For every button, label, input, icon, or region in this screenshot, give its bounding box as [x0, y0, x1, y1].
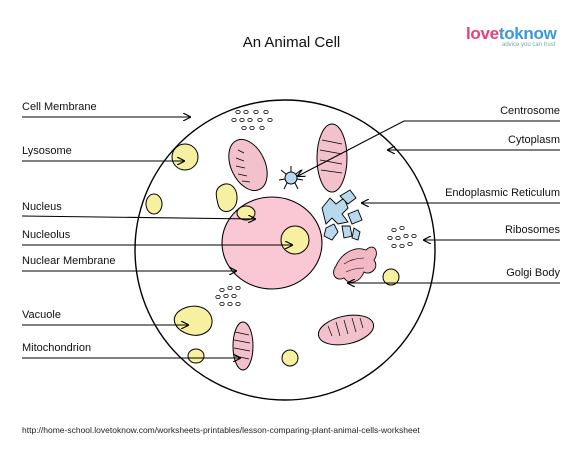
ribosome-cluster-bottom	[215, 285, 241, 306]
mitochondrion-1	[228, 138, 268, 192]
ribosome-cluster-top	[231, 110, 273, 131]
arrow-nucleus	[21, 216, 255, 219]
logo-part-know: know	[514, 24, 557, 43]
logo-part-to: to	[498, 24, 515, 43]
brand-logo: lovetoknow advice you can trust	[466, 24, 566, 48]
lysosome-small	[281, 349, 299, 367]
lysosome-small	[145, 193, 163, 215]
label-cytoplasm: Cytoplasm	[508, 134, 560, 146]
label-cell-membrane: Cell Membrane	[22, 101, 97, 113]
lysosome-small	[187, 348, 205, 364]
mitochondrion-4	[232, 321, 254, 371]
lysosome	[171, 143, 199, 171]
ribosome-cluster-right	[387, 225, 417, 248]
label-nucleus: Nucleus	[22, 201, 62, 213]
label-lysosome: Lysosome	[22, 145, 72, 157]
label-vacuole: Vacuole	[22, 309, 61, 321]
golgi-body	[333, 246, 377, 283]
diagram-title: An Animal Cell	[242, 34, 341, 51]
nucleolus	[280, 225, 310, 255]
lysosome-small	[382, 268, 400, 286]
label-centrosome: Centrosome	[500, 105, 560, 117]
mitochondrion-3	[317, 314, 375, 346]
lysosome-irregular	[215, 183, 238, 212]
lysosome-small	[236, 205, 256, 221]
endoplasmic-reticulum	[321, 189, 363, 241]
label-endoplasmic-reticulum: Endoplasmic Reticulum	[445, 187, 560, 199]
label-nucleolus: Nucleolus	[22, 229, 71, 241]
arrow-centrosome	[298, 120, 560, 176]
label-mitochondrion: Mitochondrion	[22, 342, 92, 354]
source-url: http://home-school.lovetoknow.com/worksh…	[22, 425, 420, 435]
label-golgi-body: Golgi Body	[506, 267, 560, 279]
label-ribosomes: Ribosomes	[504, 224, 560, 236]
label-nuclear-membrane: Nuclear Membrane	[22, 255, 116, 267]
logo-part-love: love	[466, 24, 499, 43]
logo-tagline: advice you can trust	[502, 42, 556, 48]
